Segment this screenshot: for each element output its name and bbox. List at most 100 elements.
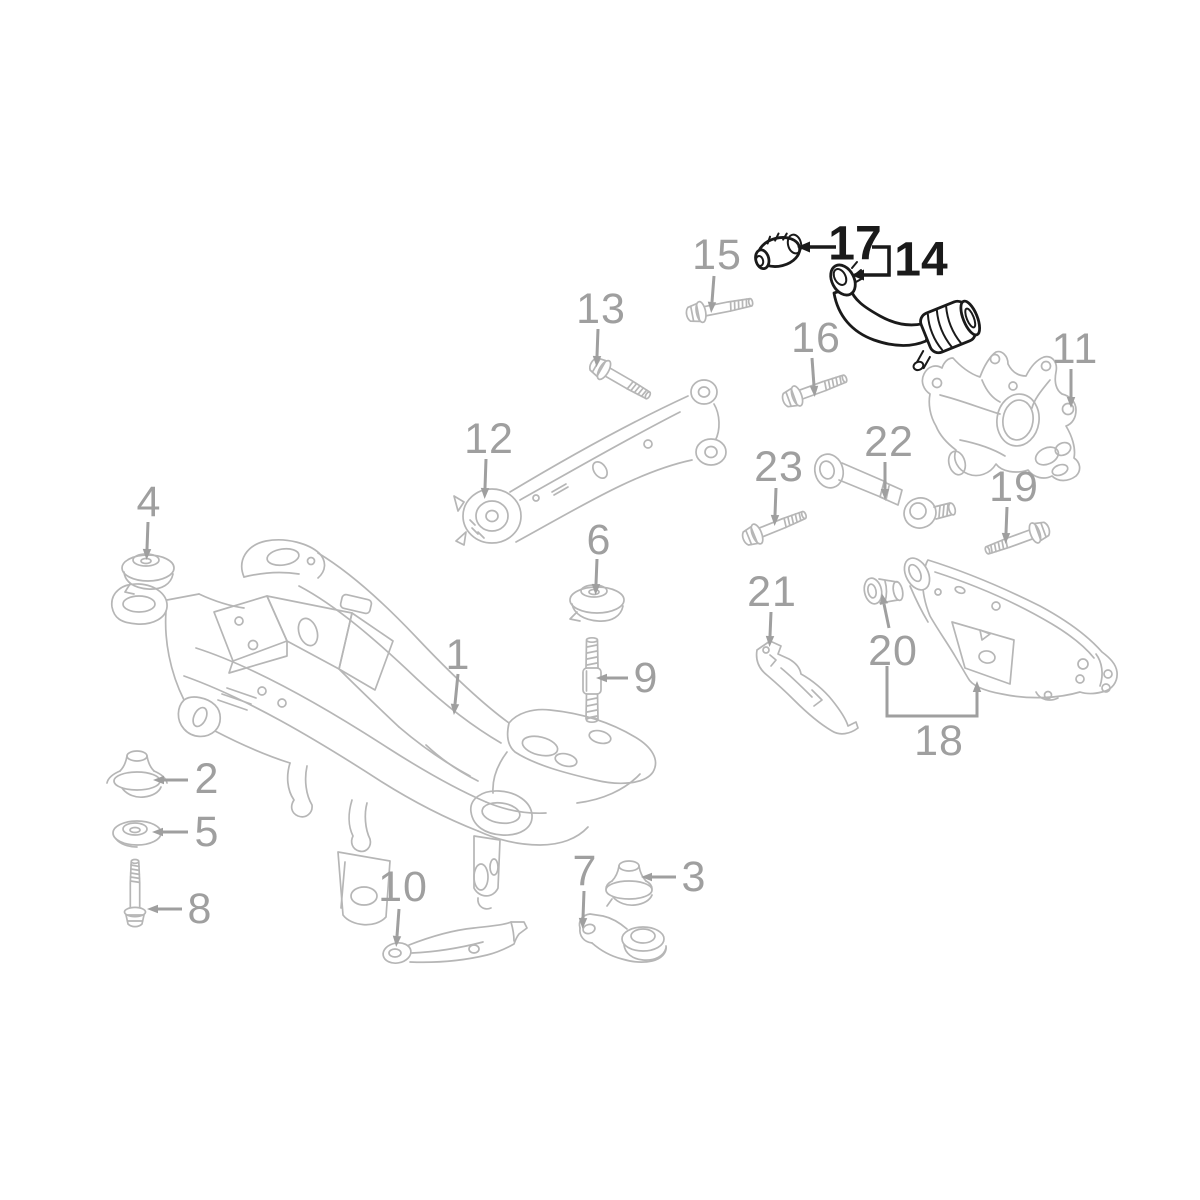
callout-5: 5 [152,808,220,856]
callout-arrowhead [707,301,717,313]
part-number-label-15[interactable]: 15 [692,231,742,279]
callout-arrowhead [880,489,890,500]
part-number-label-18[interactable]: 18 [914,717,964,765]
callout-16: 16 [791,314,841,397]
callout-arrow-line [773,487,778,516]
part-number-label-1[interactable]: 1 [446,631,471,679]
callout-arrowhead [809,385,819,397]
callout-arrow-line [483,458,488,489]
callout-19: 19 [989,463,1039,544]
callout-22: 22 [864,418,914,500]
callout-arrowhead [879,593,889,605]
part-2-body-cushion [106,750,168,799]
callout-15: 15 [692,231,742,313]
callout-arrow-line [710,275,716,303]
part-number-label-2[interactable]: 2 [195,755,220,803]
part-number-label-20[interactable]: 20 [868,627,918,675]
callout-arrow-line [864,245,891,277]
callout-arrow-line [885,666,979,718]
part-22-rod-assembly [813,453,957,529]
part-11-knuckle [921,350,1081,482]
part-1-rear-crossmember [111,539,657,926]
callout-arrow-line [395,908,401,937]
part-5-washer [112,820,162,848]
callout-arrow-line [595,328,600,357]
callout-13: 13 [576,285,626,367]
part-number-label-5[interactable]: 5 [195,808,220,856]
part-number-label-13[interactable]: 13 [576,285,626,333]
part-number-label-19[interactable]: 19 [989,463,1039,511]
part-19-bolt [981,517,1054,562]
callout-arrowhead [152,827,163,837]
part-12-trailing-arm [453,379,727,546]
callout-9: 9 [596,654,659,702]
callout-arrowhead [596,673,607,683]
callout-4: 4 [137,478,162,560]
part-number-label-4[interactable]: 4 [137,478,162,526]
callout-3: 3 [641,853,707,901]
callout-arrowhead [1001,532,1011,544]
callout-arrowhead [147,904,158,914]
callout-arrow-line [768,611,773,637]
callout-arrow-line [882,603,891,629]
part-number-label-9[interactable]: 9 [634,654,659,702]
part-number-label-22[interactable]: 22 [864,418,914,466]
callout-14: 14 [851,234,948,287]
part-8-bolt [123,858,147,928]
callout-23: 23 [754,443,804,526]
callout-21: 21 [747,568,797,647]
part-number-label-8[interactable]: 8 [188,885,213,933]
callout-arrowhead [392,935,402,947]
callout-arrow-line [453,673,460,705]
part-number-label-16[interactable]: 16 [791,314,841,362]
callout-arrowhead [770,514,780,526]
part-number-label-6[interactable]: 6 [587,516,612,564]
part-18-lower-arm [903,557,1118,701]
callout-11: 11 [1052,325,1099,408]
part-10-bracket [382,921,528,964]
callout-arrowhead [1066,397,1076,408]
part-number-label-14[interactable]: 14 [894,234,948,287]
callout-18: 18 [885,666,982,765]
callout-arrowhead [765,635,775,647]
callout-10: 10 [378,863,428,947]
callout-arrowhead [851,269,864,281]
callout-arrow-line [581,890,586,919]
callout-arrow-line [810,357,816,387]
callout-arrowhead [797,241,810,253]
callout-arrow-line [1004,506,1009,534]
part-17-bushing-highlighted [754,232,803,271]
part-4-mount-cushion [121,553,175,595]
callout-arrowhead [153,775,164,785]
part-number-label-11[interactable]: 11 [1052,325,1099,373]
part-20-bushing [863,577,904,605]
callout-arrowhead [592,355,602,367]
callout-arrowhead [578,917,588,929]
callout-arrowhead [972,681,982,692]
callout-6: 6 [587,516,612,595]
part-21-shield-plate [755,640,859,735]
part-7-support-bracket [578,913,667,963]
part-number-label-3[interactable]: 3 [682,853,707,901]
part-number-label-12[interactable]: 12 [464,415,514,463]
part-15-bolt [683,290,756,326]
part-number-label-17[interactable]: 17 [828,218,881,271]
part-3-cushion [605,860,653,907]
callout-2: 2 [153,755,220,803]
callout-arrowhead [591,583,601,595]
callout-arrowhead [480,487,490,499]
part-number-label-10[interactable]: 10 [378,863,428,911]
callout-arrowhead [142,548,152,560]
callout-1: 1 [446,631,471,715]
part-number-label-23[interactable]: 23 [754,443,804,491]
callout-12: 12 [464,415,514,499]
part-number-label-21[interactable]: 21 [747,568,797,616]
callout-arrowhead [641,872,652,882]
callout-arrow-line [594,558,599,585]
part-14-upper-arm-highlighted [829,261,982,372]
part-number-label-7[interactable]: 7 [573,847,598,895]
callout-8: 8 [147,885,213,933]
